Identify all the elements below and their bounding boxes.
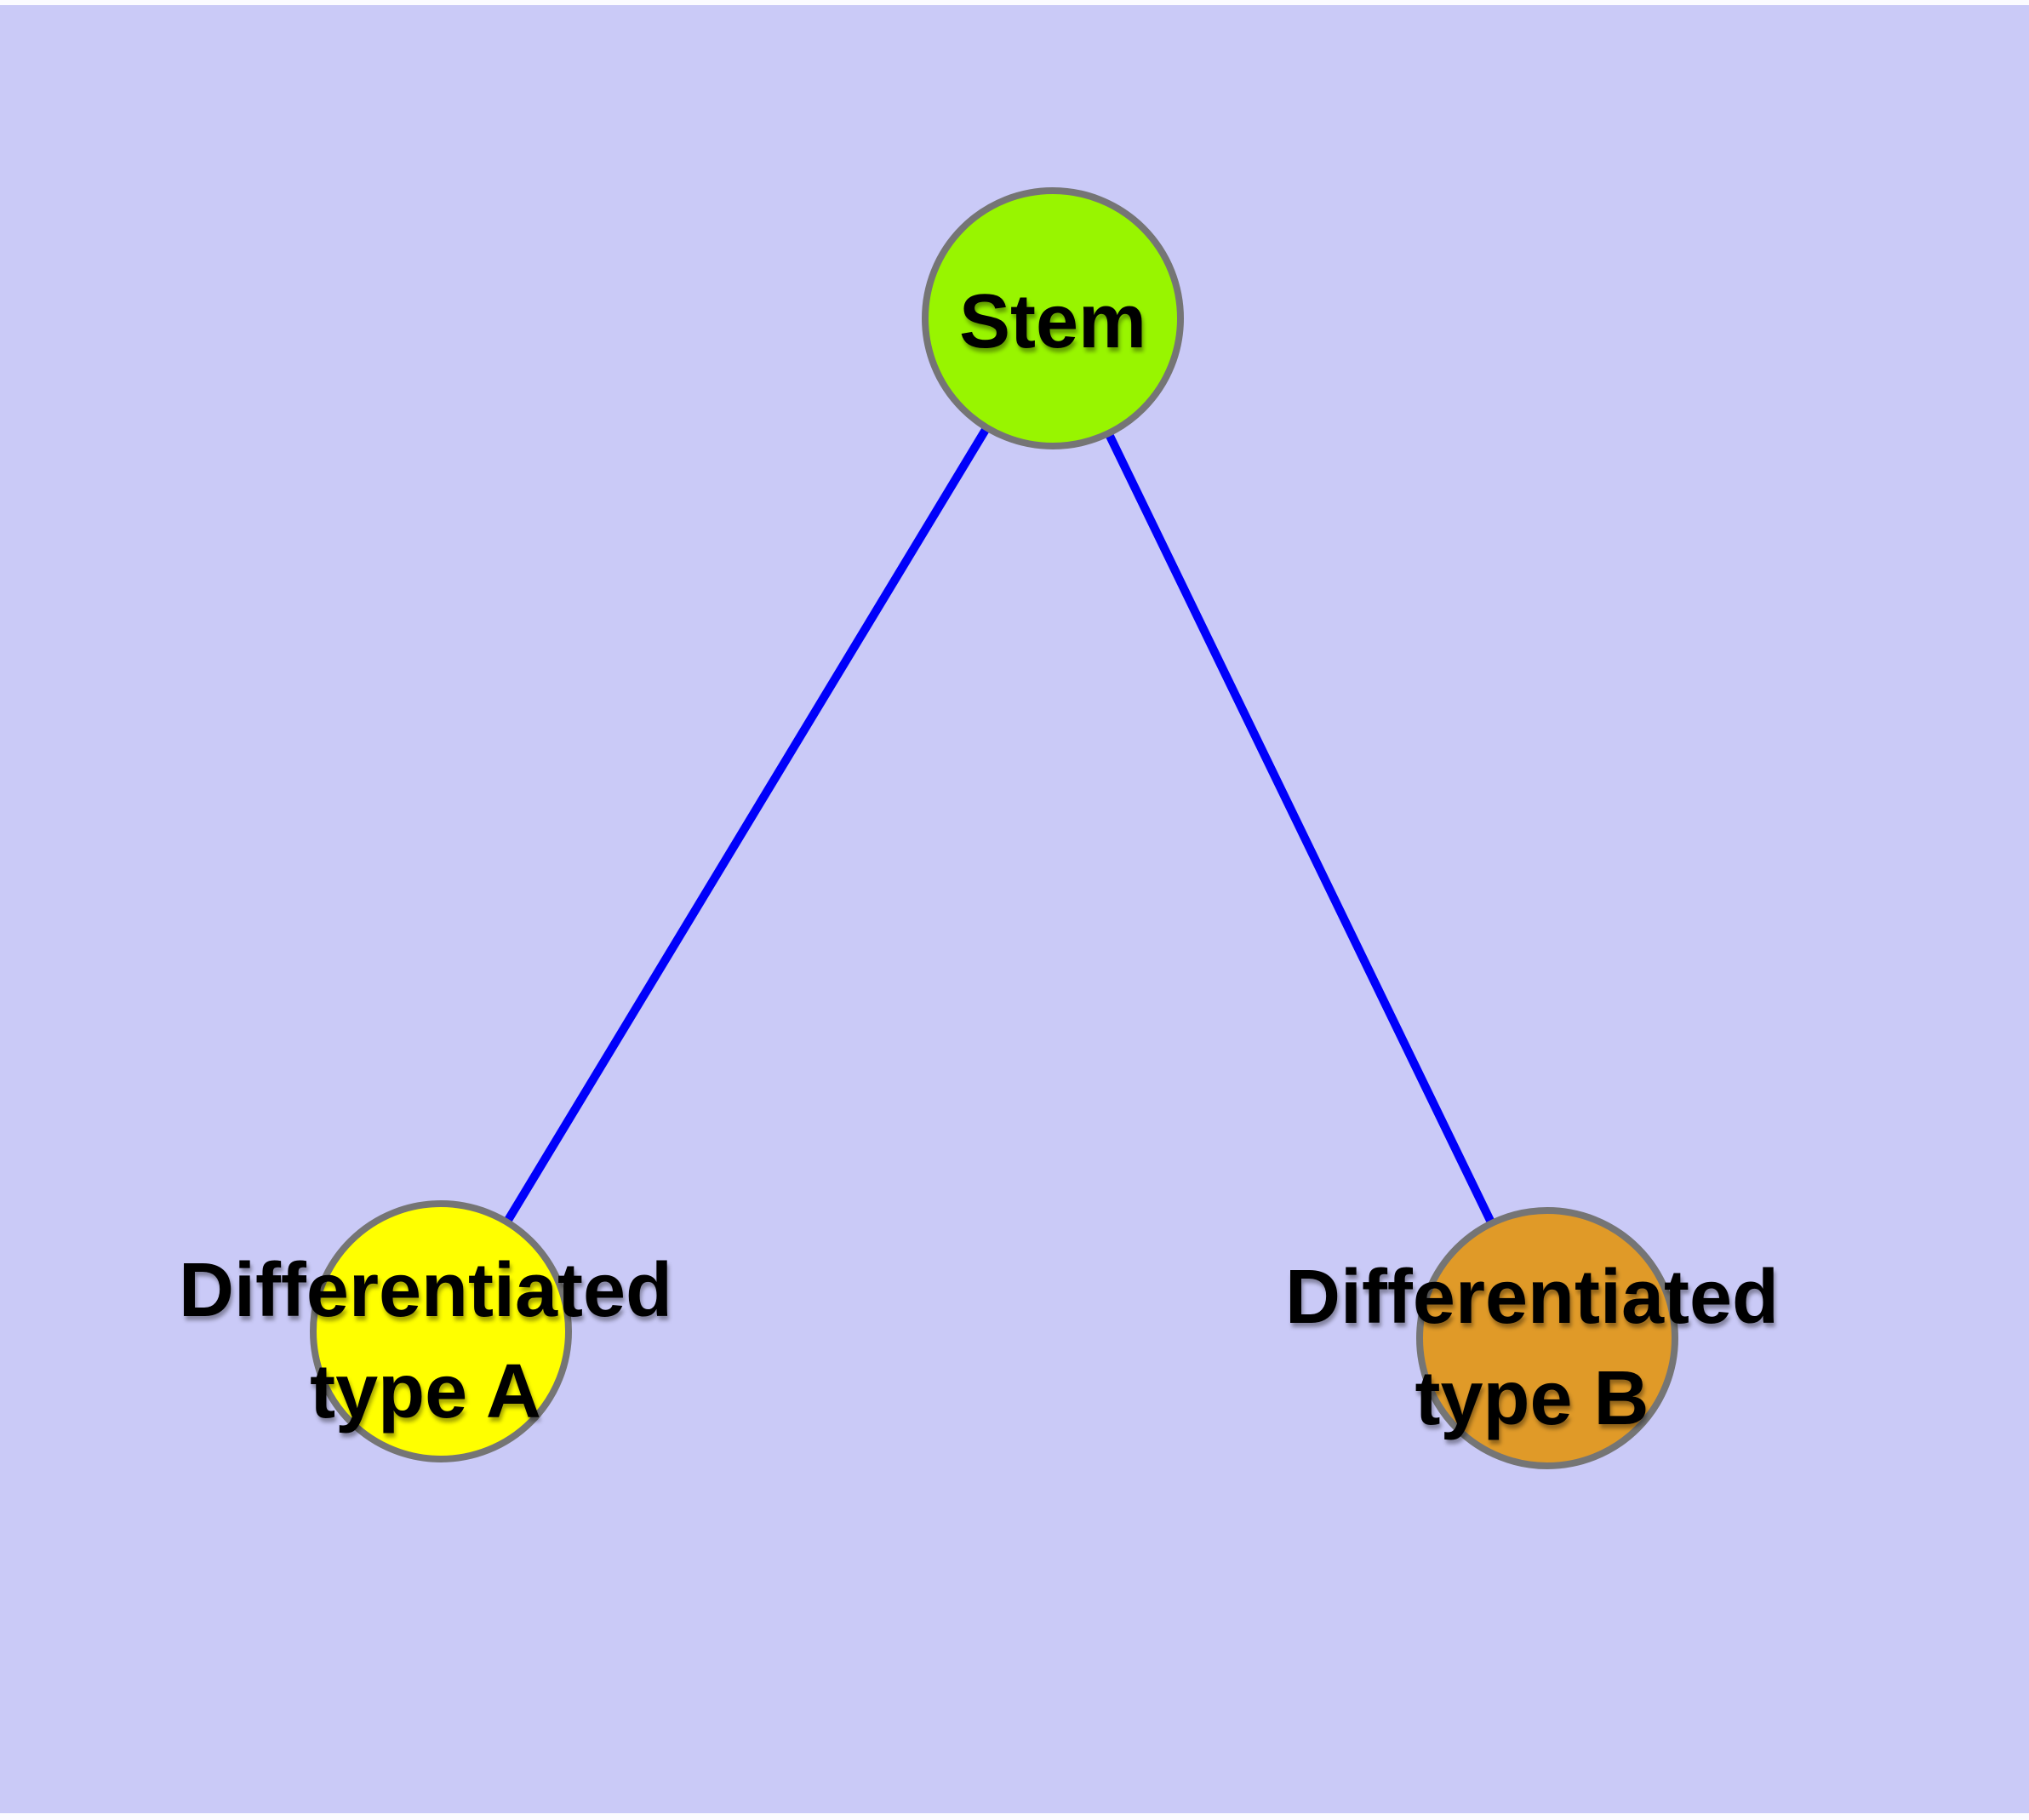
node-type-a-circle [310,1200,572,1462]
edge-stem-to-type-a [437,316,1057,1334]
node-type-a-label-line2: type A [310,1349,541,1434]
node-stem-label: Stem [959,279,1146,364]
node-type-b-circle [1416,1207,1678,1469]
node-type-b-label-line2: type B [1415,1356,1649,1441]
node-type-b-label-line1: Differentiated [1285,1255,1779,1340]
node-stem-circle [922,187,1184,449]
edge-stem-to-type-b [1049,316,1552,1341]
node-type-a-label-line1: Differentiated [179,1248,672,1333]
